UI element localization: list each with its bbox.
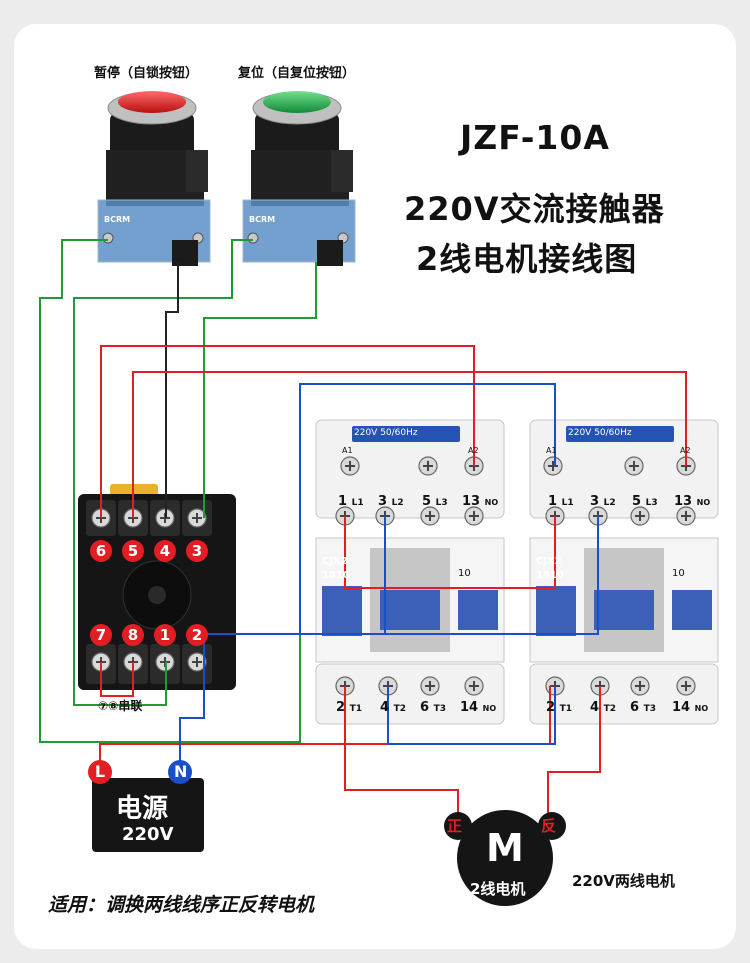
contactor-1-bottom-6: 6 T3 <box>420 700 446 715</box>
contactor-2-top-13: 13 NO <box>674 494 711 509</box>
contactor-2-bottom-4: 4 T2 <box>590 700 616 715</box>
contactor-1-bottom-2: 2 T1 <box>336 700 362 715</box>
power-l-label: L <box>94 762 106 781</box>
contactor-2-bottom-14: 14 NO <box>672 700 709 715</box>
contactor-2-brand: CJX2 <box>536 556 562 567</box>
contactor-2-aux: 10 <box>672 568 685 579</box>
contactor-2-model: 1810 <box>536 570 564 581</box>
contactor-1-top-1: 1 L1 <box>338 494 364 509</box>
series-link <box>100 662 134 697</box>
pause-button-label: 暂停（自锁按钮） <box>94 66 199 81</box>
contactor-1-bottom-4: 4 T2 <box>380 700 406 715</box>
contactor-1-top-3: 3 L2 <box>378 494 404 509</box>
motor-letter: M <box>486 826 524 870</box>
contactor-2-bottom-6: 6 T3 <box>630 700 656 715</box>
contactor-1-brand: CJX2 <box>322 556 348 567</box>
title-contactor: 220V交流接触器 <box>404 190 665 228</box>
red-wire-l <box>99 686 551 762</box>
power-voltage: 220V <box>122 824 174 845</box>
relay-terminal-7: 7 <box>90 624 112 646</box>
contactor-2-top-3: 3 L2 <box>590 494 616 509</box>
contactor-1-a1: A1 <box>342 446 353 455</box>
power-supply <box>88 760 204 852</box>
red-out-2 <box>547 686 601 816</box>
reset-button-logo: BCRM <box>249 215 275 224</box>
blue-out <box>387 686 556 745</box>
contactor-2-a2: A2 <box>680 446 691 455</box>
pause-button-cap <box>118 91 186 113</box>
pause-button-logo: BCRM <box>104 215 130 224</box>
reset-button-device: BCRM <box>242 91 356 266</box>
reset-button-cap <box>263 91 331 113</box>
power-n-label: N <box>174 762 188 781</box>
power-name: 电源 <box>116 794 169 824</box>
title-diagram: 2线电机接线图 <box>416 240 638 278</box>
green-wire-1 <box>39 239 301 743</box>
red-wire-6 <box>100 345 475 518</box>
relay-terminal-4: 4 <box>154 540 176 562</box>
relay-terminal-1: 1 <box>154 624 176 646</box>
motor <box>444 810 566 906</box>
contactor-1-bottom-14: 14 NO <box>460 700 497 715</box>
blue-wire-n <box>179 662 205 762</box>
reset-button-label: 复位（自复位按钮） <box>238 66 356 81</box>
contactor-2-bottom-2: 2 T1 <box>546 700 572 715</box>
red-bus <box>344 516 556 589</box>
contactor-1-top-5: 5 L3 <box>422 494 448 509</box>
contactor-2-top-5: 5 L3 <box>632 494 658 509</box>
relay-terminal-8: 8 <box>122 624 144 646</box>
wires <box>39 239 687 816</box>
motor-forward-label: 正 <box>447 817 463 835</box>
contactor-1 <box>315 419 505 725</box>
motor-reverse-label: 反 <box>541 817 557 835</box>
black-wire <box>165 262 179 518</box>
usage-note: 适用：调换两线线序正反转电机 <box>48 894 315 916</box>
relay-terminal-6: 6 <box>90 540 112 562</box>
contactor-1-aux: 10 <box>458 568 471 579</box>
contactor-1-a2: A2 <box>468 446 479 455</box>
contactor-1-coil-label: 220V 50/60Hz <box>354 428 418 438</box>
blue-bus <box>384 516 599 635</box>
green-wire-2 <box>73 239 253 706</box>
contactor-2-a1: A1 <box>546 446 557 455</box>
green-wire-3 <box>203 262 317 518</box>
red-out-1 <box>344 686 459 816</box>
title-model: JZF-10A <box>460 118 610 157</box>
motor-caption: 220V两线电机 <box>572 872 675 890</box>
contactor-1-top-13: 13 NO <box>462 494 499 509</box>
series-note: ⑦⑧串联 <box>98 699 143 713</box>
contactor-2-coil-label: 220V 50/60Hz <box>568 428 632 438</box>
contactor-1-model: 1810 <box>322 570 350 581</box>
pause-button-device: BCRM <box>97 91 211 266</box>
relay-terminal-5: 5 <box>122 540 144 562</box>
contactor-2-top-1: 1 L1 <box>548 494 574 509</box>
motor-sub-label: 2线电机 <box>470 880 526 898</box>
relay-terminal-3: 3 <box>186 540 208 562</box>
relay-terminal-2: 2 <box>186 624 208 646</box>
red-wire-5 <box>132 371 687 518</box>
